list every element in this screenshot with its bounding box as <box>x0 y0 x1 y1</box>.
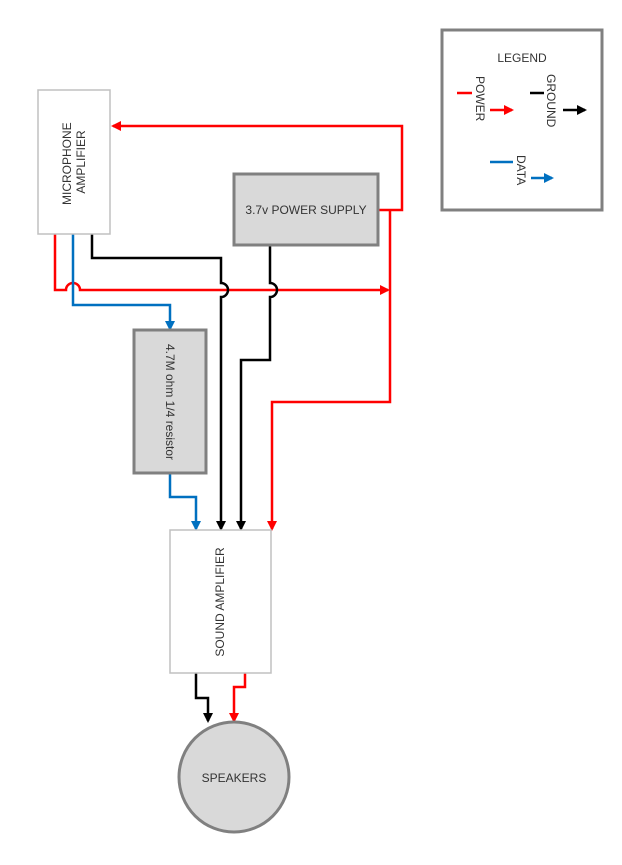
power-wire-sound-amp-to-speakers <box>229 673 247 723</box>
legend-power-label: POWER <box>473 76 487 122</box>
ground-wire-sound-amp-to-speakers <box>194 673 213 723</box>
resistor-label: 4.7M ohm 1/4 resistor <box>163 344 177 460</box>
svg-text:MICROPHONE AMPLIFIER: MICROPHONE AMPLIFIER <box>60 119 88 205</box>
microphone-amplifier-node[interactable]: MICROPHONE AMPLIFIER <box>37 89 111 235</box>
mic-amp-label-line1: MICROPHONE <box>60 122 74 205</box>
legend-title: LEGEND <box>497 51 547 65</box>
legend: LEGEND POWER GROUND DATA <box>440 28 604 212</box>
speakers-node[interactable]: SPEAKERS <box>177 720 291 834</box>
power-supply-label: 3.7v POWER SUPPLY <box>245 203 366 217</box>
legend-ground-label: GROUND <box>544 74 558 128</box>
resistor-node[interactable]: 4.7M ohm 1/4 resistor <box>132 328 208 475</box>
legend-data-label: DATA <box>514 155 528 185</box>
sound-amplifier-node[interactable]: SOUND AMPLIFIER <box>169 529 272 674</box>
power-supply-node[interactable]: 3.7v POWER SUPPLY <box>232 172 380 247</box>
data-wire-mic-to-resistor <box>71 234 175 331</box>
data-wire-resistor-to-sound-amp <box>168 473 201 531</box>
power-wire-supply-to-sound-amp <box>267 210 392 531</box>
sound-amp-label: SOUND AMPLIFIER <box>213 547 227 657</box>
speakers-label: SPEAKERS <box>202 771 267 785</box>
ground-wire-mic-to-sound-amp <box>90 234 230 531</box>
ground-wire-supply-to-sound-amp <box>236 245 279 531</box>
mic-amp-label-line2: AMPLIFIER <box>74 130 88 194</box>
